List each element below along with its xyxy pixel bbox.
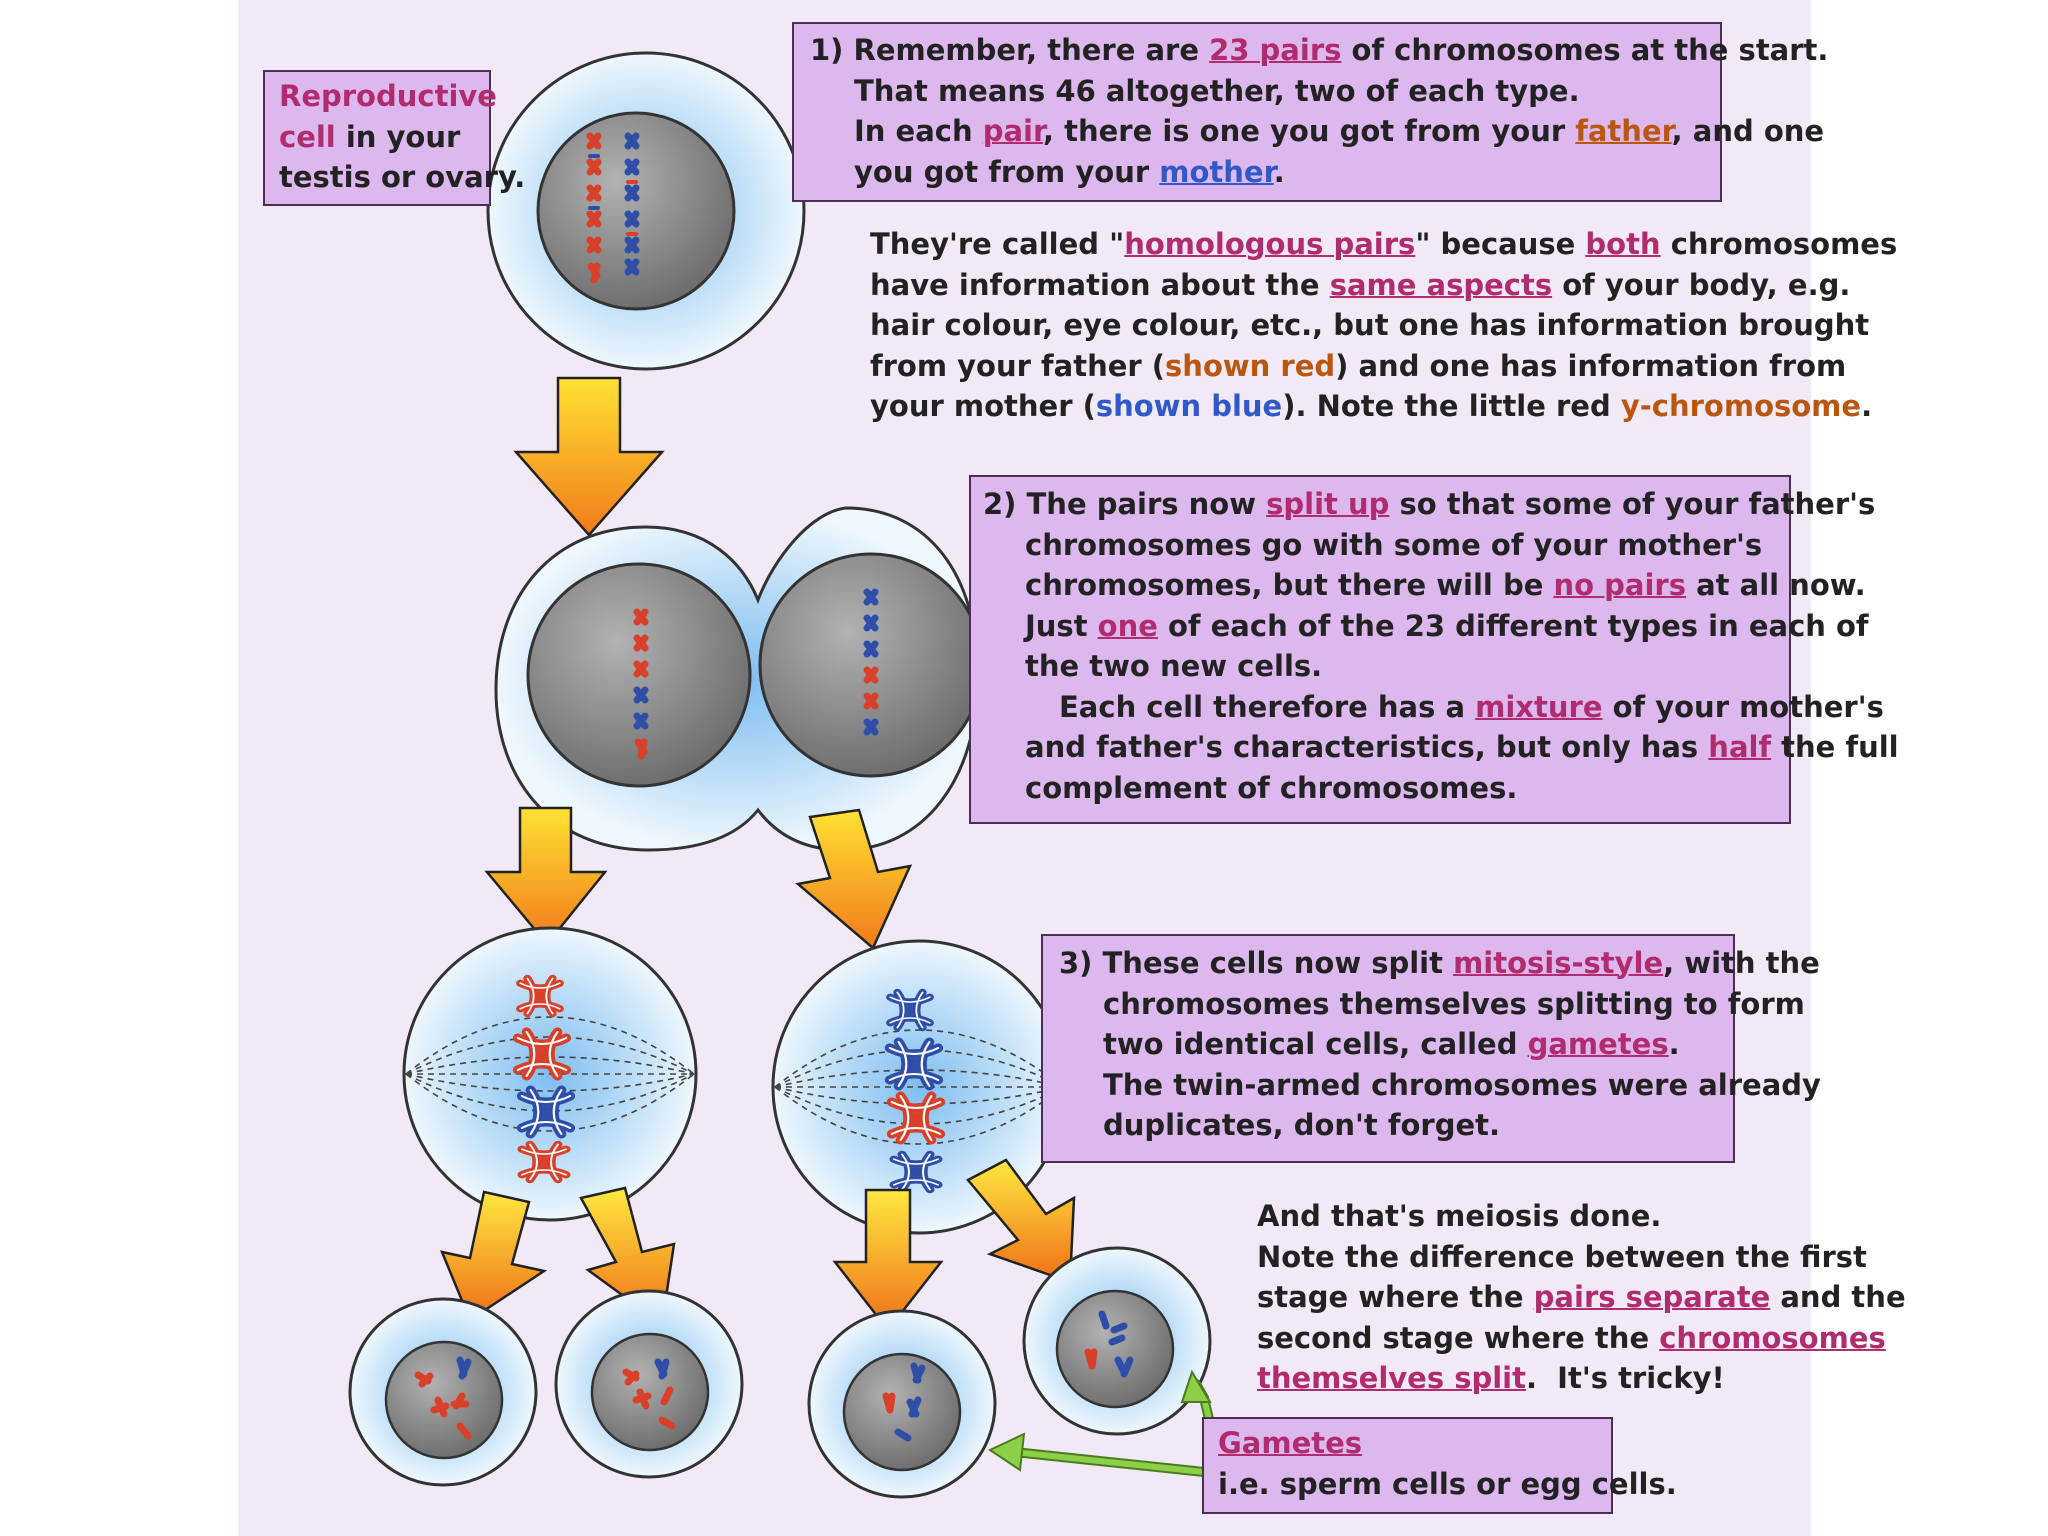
step2-split-up: split up <box>1266 487 1390 521</box>
gamete-4 <box>1022 1246 1212 1436</box>
label-line-3: testis or ovary. <box>279 160 526 194</box>
step1-line3a: In each <box>854 114 983 148</box>
step2-line6c: of your mother's <box>1602 689 1884 724</box>
step3-line1c: , with the <box>1663 946 1820 980</box>
step3-line5: duplicates, don't forget. <box>1103 1108 1501 1142</box>
label-line-2a: cell <box>279 119 336 154</box>
step2-line7c: the full <box>1771 730 1899 764</box>
gametes-label-box: Gametes i.e. sperm cells or egg cells. <box>1202 1417 1677 1514</box>
meiosis-illustration <box>348 51 1219 1499</box>
step2-half: half <box>1708 730 1772 764</box>
step2-line4c: of each of the 23 different types in eac… <box>1157 608 1869 643</box>
arrow-to-first-division <box>513 376 665 537</box>
hom-both: both <box>1585 227 1661 261</box>
step1-line1c: of chromosomes at the start. <box>1341 33 1829 67</box>
hom-line3: hair colour, eye colour, etc., but one h… <box>870 308 1870 342</box>
left-mitosis-cell <box>402 926 698 1222</box>
first-division-cells <box>494 506 984 852</box>
hom-y-chromosome: y-chromosome <box>1620 389 1862 423</box>
arrow-to-gamete-3 <box>832 1188 944 1333</box>
step3-gametes: gametes <box>1527 1027 1669 1061</box>
step-2-box: 2) The pairs now split up so that some o… <box>969 475 1899 824</box>
step3-line3a: two identical cells, called <box>1103 1027 1528 1061</box>
step2-line4a: Just <box>1025 608 1098 643</box>
hom-homologous-pairs: homologous pairs <box>1124 227 1416 261</box>
gametes-description: i.e. sperm cells or egg cells. <box>1218 1466 1677 1501</box>
hom-line1a: They're called " <box>870 227 1125 261</box>
step2-line3a: chromosomes, but there will be <box>1025 568 1554 602</box>
conclusion-line2: Note the difference between the first <box>1257 1239 1867 1274</box>
arrow-to-gamete-1 <box>439 1190 548 1322</box>
step1-line4c: . <box>1273 154 1285 189</box>
hom-line4a: from your father ( <box>870 348 1166 383</box>
father-chromosome-column <box>586 132 602 284</box>
conclusion-themselves-split: themselves split <box>1257 1361 1526 1395</box>
step1-line4a: you got from your <box>854 154 1160 189</box>
step2-line8: complement of chromosomes. <box>1025 770 1518 805</box>
hom-line5e: . <box>1861 389 1873 423</box>
step2-line6a: Each cell therefore has a <box>1059 689 1476 724</box>
hom-line2c: of your body, e.g. <box>1552 267 1851 302</box>
step1-line3c: , there is one you got from your <box>1043 114 1576 148</box>
conclusion-line3c: and the <box>1770 1280 1906 1314</box>
step2-line7a: and father's characteristics, but only h… <box>1025 730 1709 764</box>
conclusion-chromosomes: chromosomes <box>1659 1320 1886 1355</box>
right-nucleus-chromosomes <box>863 588 879 736</box>
step3-line4: The twin-armed chromosomes were already <box>1103 1067 1821 1102</box>
conclusion-text: And that's meiosis done. Note the differ… <box>1257 1196 1906 1399</box>
step2-line2: chromosomes go with some of your mother'… <box>1025 527 1763 562</box>
label-line-2b: in your <box>335 119 461 154</box>
label-line-1: Reproductive <box>279 79 497 113</box>
conclusion-line4a: second stage where the <box>1257 1320 1660 1355</box>
right-mitosis-cell <box>771 939 1067 1235</box>
step2-line1c: so that some of your father's <box>1389 487 1876 521</box>
step2-line1a: 2) The pairs now <box>983 487 1267 521</box>
hom-line5c: ). Note the little red <box>1282 389 1621 423</box>
homologous-pairs-note: They're called "homologous pairs" becaus… <box>870 224 1897 427</box>
left-nucleus-chromosomes <box>633 608 649 760</box>
arrow-to-left-second-division <box>484 806 608 946</box>
step-1-box: 1) Remember, there are 23 pairs of chrom… <box>792 22 1828 202</box>
arrow-to-gamete-4 <box>966 1158 1076 1284</box>
hom-same-aspects: same aspects <box>1329 267 1553 302</box>
step1-mother: mother <box>1159 154 1274 189</box>
step3-line1a: 3) These cells now split <box>1059 946 1454 980</box>
hom-line2a: have information about the <box>870 267 1330 302</box>
hom-line1e: chromosomes <box>1660 227 1898 261</box>
step3-line3c: . <box>1668 1027 1680 1061</box>
reproductive-cell-label: Reproductive cell in your testis or ovar… <box>263 70 526 206</box>
step1-line3e: , and one <box>1671 114 1825 148</box>
hom-shown-blue: shown blue <box>1095 389 1283 423</box>
hom-line1c: " because <box>1415 227 1586 261</box>
step1-23-pairs: 23 pairs <box>1209 33 1342 67</box>
hom-shown-red: shown red <box>1165 348 1336 383</box>
conclusion-pairs-separate: pairs separate <box>1533 1280 1771 1314</box>
gamete-2 <box>554 1289 744 1479</box>
step1-pair: pair <box>982 114 1044 148</box>
reproductive-cell <box>486 51 806 371</box>
gametes-title: Gametes <box>1218 1426 1363 1460</box>
step2-mixture: mixture <box>1475 689 1603 724</box>
step2-no-pairs: no pairs <box>1553 568 1687 602</box>
meiosis-diagram-page: Reproductive cell in your testis or ovar… <box>238 0 1906 1536</box>
step2-one: one <box>1097 608 1158 643</box>
step2-line3c: at all now. <box>1686 568 1866 602</box>
step1-line1a: 1) Remember, there are <box>810 33 1210 67</box>
gamete-3 <box>807 1309 997 1499</box>
step3-mitosis-style: mitosis-style <box>1453 946 1664 980</box>
step-3-box: 3) These cells now split mitosis-style, … <box>1041 934 1821 1163</box>
gamete-1 <box>348 1297 538 1487</box>
step3-line2: chromosomes themselves splitting to form <box>1103 986 1805 1021</box>
conclusion-line3a: stage where the <box>1257 1280 1534 1314</box>
conclusion-line5b: . It's tricky! <box>1525 1361 1725 1395</box>
step1-line2: That means 46 altogether, two of each ty… <box>854 73 1580 108</box>
mother-chromosome-column <box>624 132 640 276</box>
hom-line5a: your mother ( <box>870 389 1096 423</box>
hom-line4c: ) and one has information from <box>1335 348 1847 383</box>
step2-line5: the two new cells. <box>1025 649 1323 683</box>
arrow-to-right-second-division <box>795 808 913 951</box>
conclusion-line1: And that's meiosis done. <box>1257 1199 1662 1233</box>
step1-father: father <box>1575 114 1672 148</box>
